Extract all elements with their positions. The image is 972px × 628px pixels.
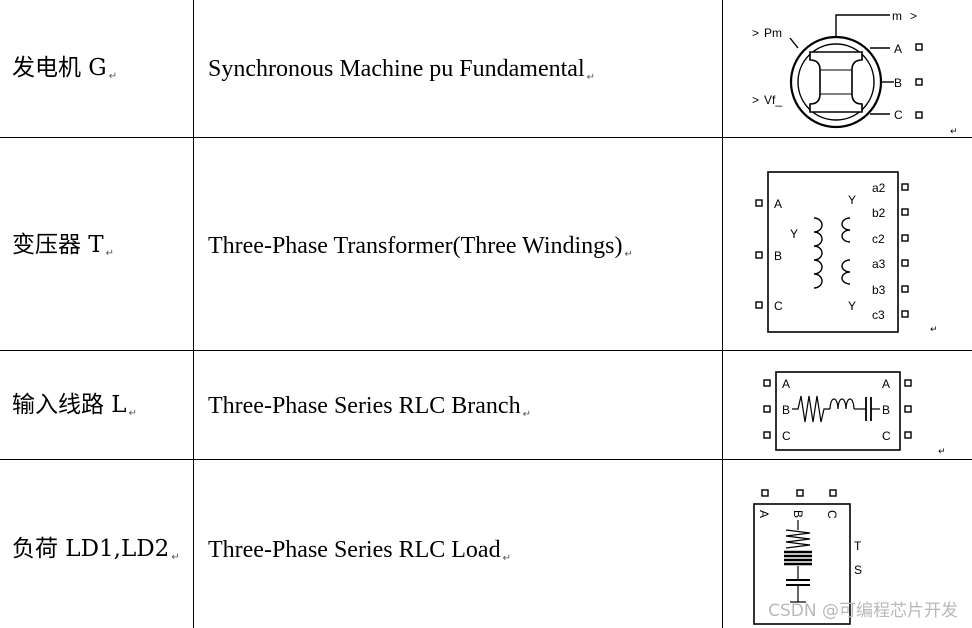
winding-label: Y — [790, 227, 798, 241]
port-c: C — [894, 108, 903, 122]
svg-text:↵: ↵ — [930, 324, 938, 334]
port-a: A — [774, 197, 782, 211]
block-name-label: Three-Phase Transformer(Three Windings) — [208, 233, 623, 259]
port-b2: b2 — [872, 206, 886, 220]
three-winding-transformer-icon: A B C Y Y Y a2 b2 c2 a3 b3 c3 ↵ — [755, 171, 938, 334]
series-rlc-branch-icon: A B C A B C ↵ — [763, 371, 946, 456]
svg-text:>: > — [752, 26, 759, 40]
port-b-in: B — [782, 403, 790, 417]
port-a: A — [894, 42, 902, 56]
watermark: CSDN @可编程芯片开发 — [768, 601, 958, 621]
port-a-in: A — [782, 377, 790, 391]
block-name-label: Three-Phase Series RLC Branch — [208, 393, 521, 419]
return-mark-icon: ↵ — [502, 553, 511, 564]
row-divider — [0, 350, 972, 351]
port-a3: a3 — [872, 257, 886, 271]
return-mark-icon: ↵ — [624, 249, 633, 260]
component-name-label: 变压器 T — [12, 232, 104, 258]
return-mark-icon: ↵ — [105, 248, 115, 259]
port-b3: b3 — [872, 283, 886, 297]
port-m: m — [892, 9, 902, 23]
component-name-label: 发电机 G — [12, 55, 107, 81]
port-a: A — [757, 510, 771, 518]
return-mark-icon: ↵ — [522, 409, 531, 420]
row-divider — [0, 459, 972, 460]
block-name-label: Three-Phase Series RLC Load — [208, 537, 501, 563]
port-pm: Pm — [764, 26, 782, 40]
svg-text:↵: ↵ — [950, 126, 958, 134]
port-c2: c2 — [872, 232, 885, 246]
block-name: Three-Phase Series RLC Branch↵ — [208, 394, 531, 420]
port-c: C — [774, 299, 783, 313]
port-a-out: A — [882, 377, 890, 391]
return-mark-icon: ↵ — [171, 552, 180, 563]
port-c: C — [825, 510, 839, 519]
winding-label: Y — [848, 193, 856, 207]
component-name: 发电机 G↵ — [12, 57, 117, 82]
component-name-label: 输入线路 L — [12, 392, 127, 418]
port-c3: c3 — [872, 308, 885, 322]
column-divider — [722, 0, 723, 628]
series-rlc-load-icon: A B C T S — [753, 489, 862, 625]
component-name-label: 负荷 LD1,LD2 — [12, 536, 170, 562]
port-b-out: B — [882, 403, 890, 417]
block-name: Three-Phase Transformer(Three Windings)↵ — [208, 234, 633, 260]
svg-text:>: > — [910, 9, 917, 23]
svg-text:>: > — [752, 93, 759, 107]
column-divider — [193, 0, 194, 628]
synchronous-machine-icon: m > > Pm > Vf_ A B C ↵ — [752, 9, 958, 134]
winding-label: Y — [848, 299, 856, 313]
component-name: 输入线路 L↵ — [12, 394, 137, 419]
port-vf: Vf_ — [764, 93, 782, 107]
port-a2: a2 — [872, 181, 886, 195]
block-name: Three-Phase Series RLC Load↵ — [208, 538, 511, 564]
component-name: 变压器 T↵ — [12, 234, 114, 259]
return-mark-icon: ↵ — [128, 408, 137, 419]
port-c-out: C — [882, 429, 891, 443]
port-b: B — [791, 510, 805, 518]
port-c-in: C — [782, 429, 791, 443]
port-s: S — [854, 563, 862, 577]
port-b: B — [894, 76, 902, 90]
port-t: T — [854, 539, 862, 553]
svg-text:↵: ↵ — [938, 446, 946, 456]
component-name: 负荷 LD1,LD2↵ — [12, 538, 180, 563]
row-divider — [0, 137, 972, 138]
return-mark-icon: ↵ — [108, 71, 118, 82]
port-b: B — [774, 249, 782, 263]
block-name-label: Synchronous Machine pu Fundamental — [208, 56, 585, 82]
block-name: Synchronous Machine pu Fundamental↵ — [208, 57, 595, 83]
return-mark-icon: ↵ — [586, 72, 595, 83]
